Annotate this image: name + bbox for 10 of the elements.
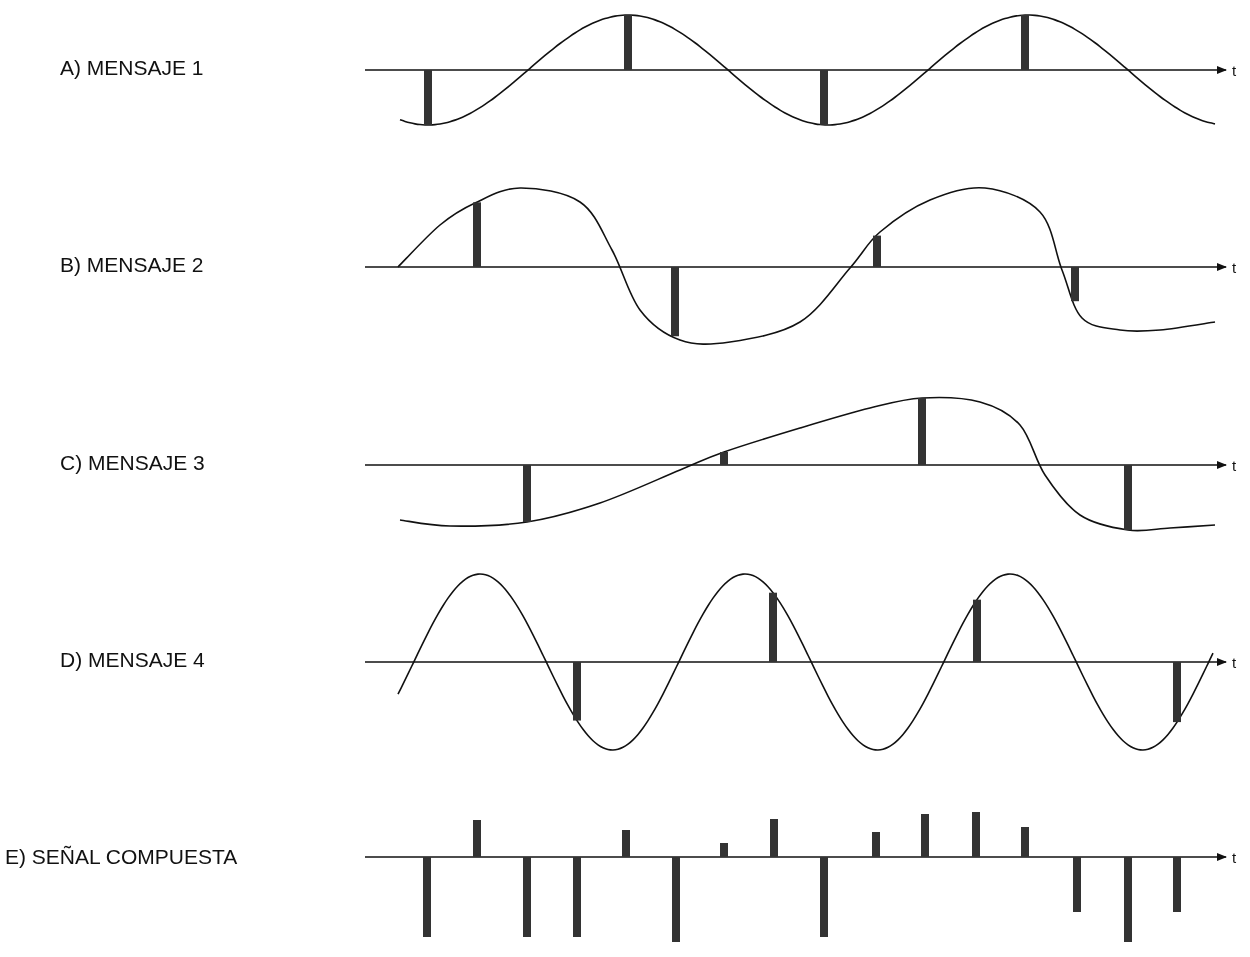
axis-label: t <box>1232 456 1237 476</box>
axis-label: t <box>1232 653 1237 673</box>
signal-label: E) SEÑAL COMPUESTA <box>5 845 238 869</box>
axis-label: t <box>1232 258 1237 278</box>
axis-label: t <box>1232 61 1237 81</box>
axis-label: t <box>1232 848 1237 868</box>
signal-label: C) MENSAJE 3 <box>60 451 205 475</box>
signal-label: D) MENSAJE 4 <box>60 648 205 672</box>
signal-label: A) MENSAJE 1 <box>60 56 204 80</box>
signal-label: B) MENSAJE 2 <box>60 253 204 277</box>
